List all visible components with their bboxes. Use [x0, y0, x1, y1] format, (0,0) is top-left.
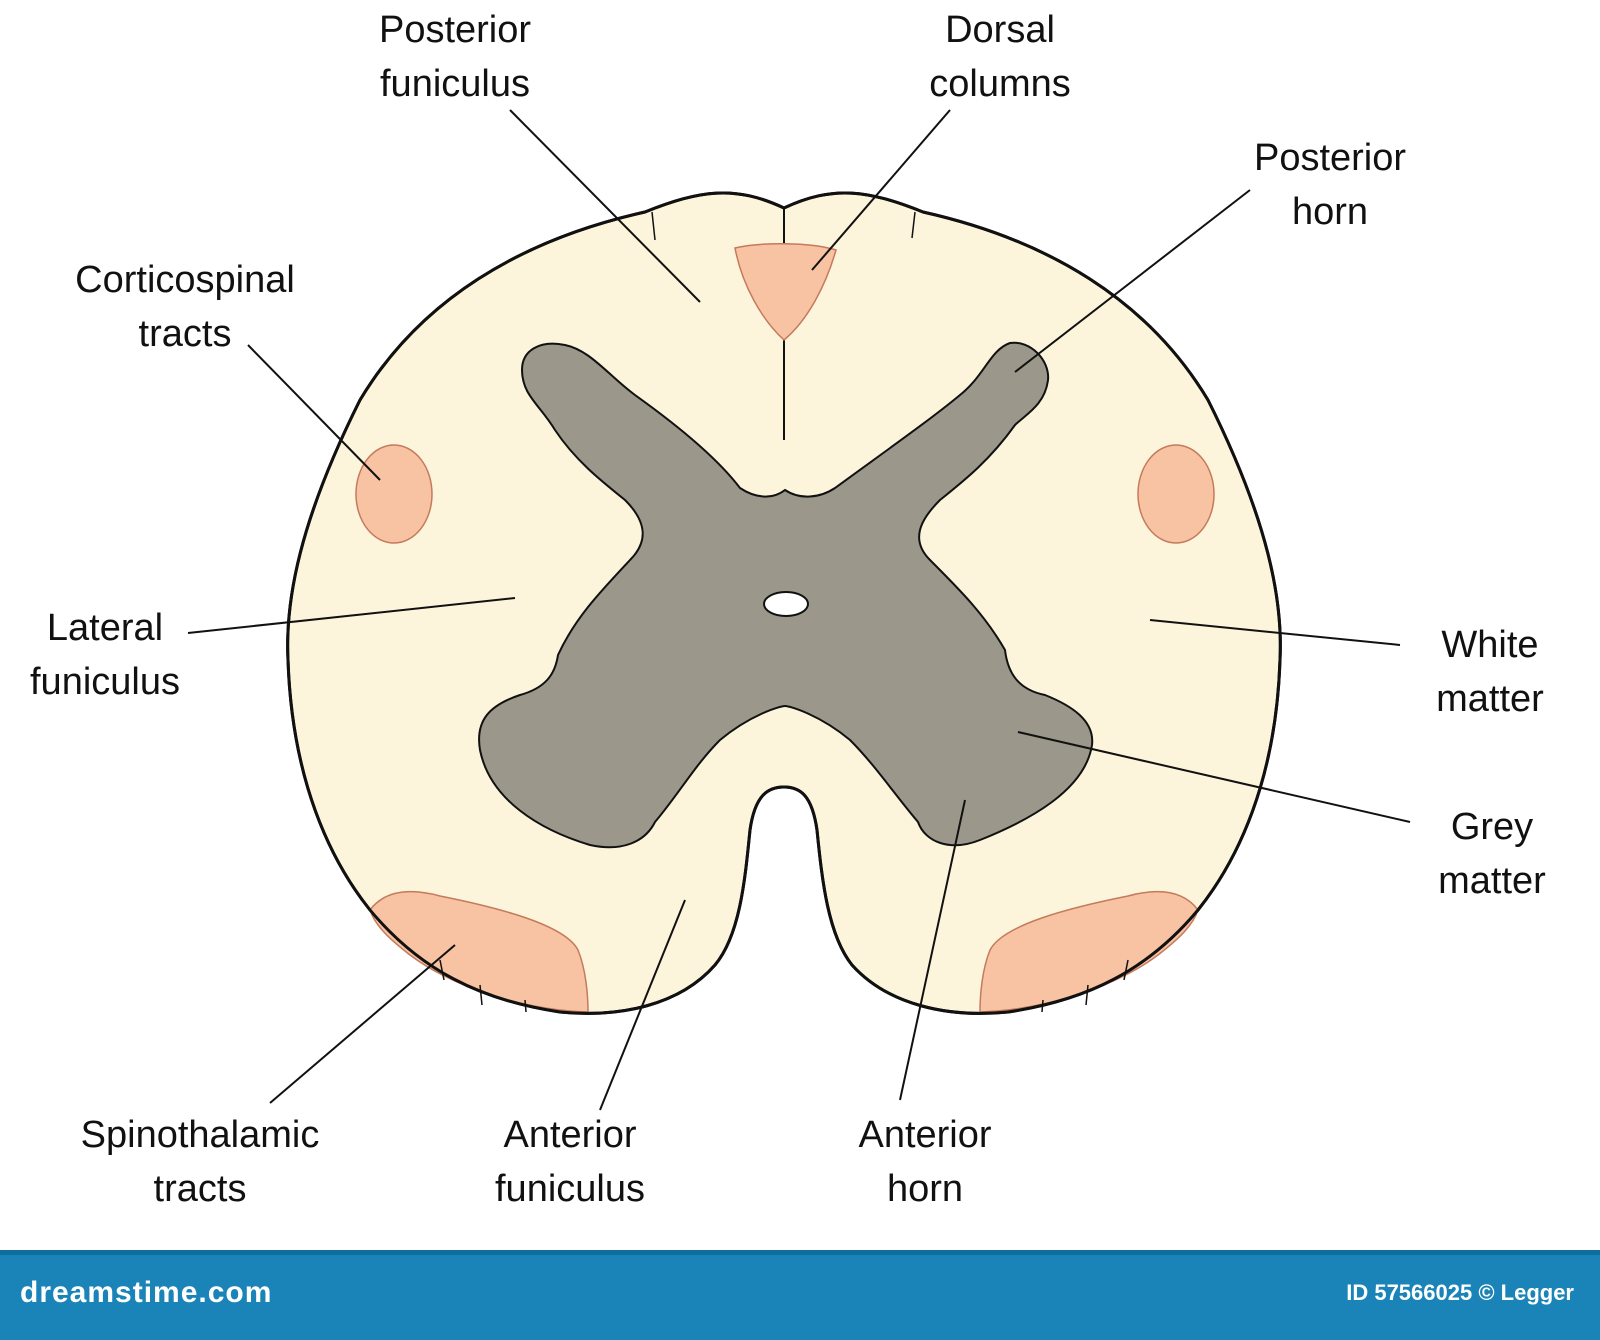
leader-spinothalamic-tracts: [269, 944, 456, 1104]
leader-posterior-funiculus: [509, 109, 701, 303]
cord-outline-overlay: [286, 191, 1282, 1015]
spinal-cord-diagram: [187, 109, 1411, 1111]
leader-posterior-horn: [1014, 189, 1251, 373]
leader-anterior-horn: [899, 799, 966, 1101]
footer-top-strip: [0, 1250, 1600, 1255]
watermark-brand: dreamstime.com: [20, 1276, 273, 1309]
leader-lateral-funiculus: [187, 597, 516, 634]
footer-bar: dreamstime.com ID 57566025 © Legger: [0, 1250, 1600, 1340]
leader-anterior-funiculus: [599, 899, 686, 1111]
corticospinal-tract-left: [355, 444, 433, 544]
central-canal: [763, 591, 809, 617]
leader-lines: [187, 109, 1411, 1111]
leader-grey-matter: [1017, 731, 1411, 823]
leader-dorsal-columns: [811, 109, 951, 271]
leader-white-matter: [1149, 619, 1401, 646]
spinothalamic-tract-left: [369, 890, 589, 1013]
spinothalamic-tract-right: [979, 890, 1199, 1013]
outline-ticks: [439, 211, 1129, 1013]
image-credit: ID 57566025 © Legger: [1346, 1280, 1574, 1305]
corticospinal-tract-right: [1137, 444, 1215, 544]
leader-corticospinal-tracts: [247, 344, 381, 481]
dorsal-columns-region: [734, 242, 837, 341]
